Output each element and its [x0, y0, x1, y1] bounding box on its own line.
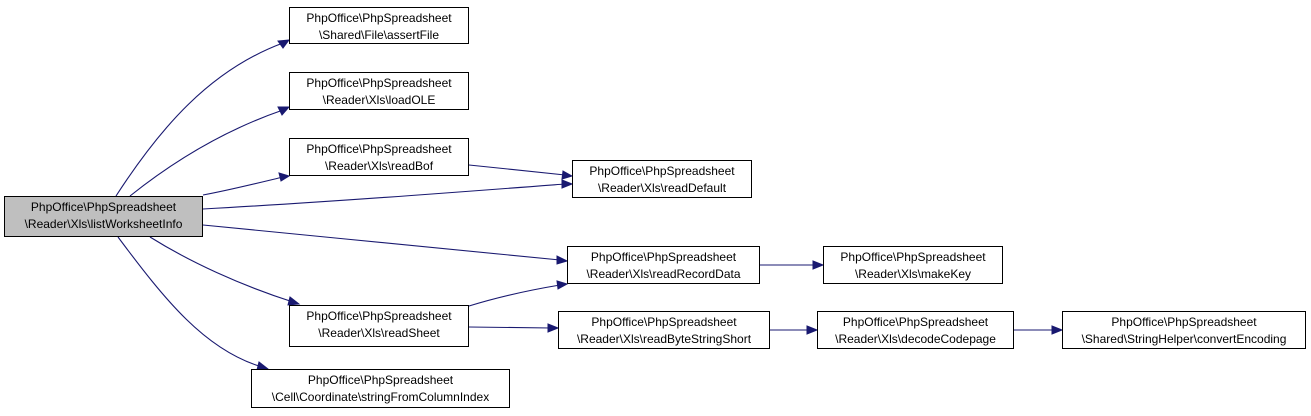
edge-readSheet-readByteStringShort: [468, 326, 552, 329]
node-label-line1: PhpOffice\PhpSpreadsheet: [306, 309, 452, 323]
edge-listWorksheetInfo-readBof: [202, 176, 284, 196]
arrowhead-readBof: [278, 172, 291, 182]
node-assertFile[interactable]: PhpOffice\PhpSpreadsheet \Shared\File\as…: [289, 7, 469, 44]
node-readBof[interactable]: PhpOffice\PhpSpreadsheet \Reader\Xls\rea…: [289, 138, 469, 176]
arrowhead-readRecordData-b: [556, 280, 569, 290]
node-convertEncoding[interactable]: PhpOffice\PhpSpreadsheet \Shared\StringH…: [1062, 311, 1306, 349]
node-decodeCodepage[interactable]: PhpOffice\PhpSpreadsheet \Reader\Xls\dec…: [817, 311, 1014, 349]
node-readDefault[interactable]: PhpOffice\PhpSpreadsheet \Reader\Xls\rea…: [572, 160, 752, 198]
node-label-line2: \Cell\Coordinate\stringFromColumnIndex: [271, 390, 490, 404]
edge-listWorksheetInfo-readDefault: [202, 183, 566, 210]
node-label-line2: \Reader\Xls\readBof: [324, 159, 434, 173]
arrowhead-decodeCodepage: [806, 325, 819, 335]
node-label-line1: PhpOffice\PhpSpreadsheet: [306, 76, 452, 90]
arrowhead-readRecordData-a: [556, 255, 569, 265]
edge-listWorksheetInfo-readRecordData: [202, 224, 561, 261]
node-label-line1: PhpOffice\PhpSpreadsheet: [306, 11, 452, 25]
arrowhead-assertFile: [277, 39, 291, 49]
node-label-line1: PhpOffice\PhpSpreadsheet: [842, 315, 989, 329]
node-label-line2: \Reader\Xls\decodeCodepage: [835, 332, 996, 346]
node-loadOLE[interactable]: PhpOffice\PhpSpreadsheet \Reader\Xls\loa…: [289, 72, 469, 110]
edge-listWorksheetInfo-assertFile: [115, 42, 284, 197]
node-label-line2: \Shared\File\assertFile: [318, 28, 440, 42]
edge-listWorksheetInfo-stringFromColumnIndex: [117, 236, 263, 368]
node-label-line1: PhpOffice\PhpSpreadsheet: [306, 142, 452, 156]
node-label-line2: \Reader\Xls\readSheet: [318, 326, 440, 340]
node-readSheet[interactable]: PhpOffice\PhpSpreadsheet \Reader\Xls\rea…: [289, 305, 469, 347]
node-label-line2: \Reader\Xls\readByteStringShort: [576, 332, 752, 346]
node-label-line1: PhpOffice\PhpSpreadsheet: [840, 250, 986, 264]
node-label-line2: \Reader\Xls\readRecordData: [586, 267, 741, 281]
edge-readBof-readDefault: [468, 164, 566, 176]
node-makeKey[interactable]: PhpOffice\PhpSpreadsheet \Reader\Xls\mak…: [823, 246, 1003, 284]
node-label-line1: PhpOffice\PhpSpreadsheet: [590, 250, 737, 264]
node-label-line2: \Reader\Xls\readDefault: [597, 181, 727, 195]
arrowhead-makeKey: [812, 260, 825, 270]
node-listWorksheetInfo: PhpOffice\PhpSpreadsheet \Reader\Xls\lis…: [4, 196, 203, 237]
node-label-line1: PhpOffice\PhpSpreadsheet: [307, 373, 454, 387]
arrowhead-readSheet: [287, 296, 301, 306]
edge-readSheet-readRecordData: [468, 284, 561, 307]
node-label-line1: PhpOffice\PhpSpreadsheet: [1111, 315, 1257, 329]
node-stringFromColumnIndex[interactable]: PhpOffice\PhpSpreadsheet \Cell\Coordinat…: [251, 369, 510, 408]
arrowhead-readByteStringShort: [547, 323, 560, 333]
edge-listWorksheetInfo-loadOLE: [129, 109, 284, 197]
node-label-line1: PhpOffice\PhpSpreadsheet: [591, 315, 737, 329]
arrowhead-loadOLE: [277, 106, 291, 116]
node-label-line1: PhpOffice\PhpSpreadsheet: [30, 200, 177, 214]
edge-listWorksheetInfo-readSheet: [149, 236, 294, 303]
node-label-line2: \Reader\Xls\loadOLE: [322, 93, 436, 107]
arrowhead-readDefault-a: [561, 179, 574, 189]
node-readRecordData[interactable]: PhpOffice\PhpSpreadsheet \Reader\Xls\rea…: [567, 246, 760, 284]
node-label-line2: \Reader\Xls\makeKey: [854, 267, 972, 281]
arrowhead-readDefault-b: [561, 170, 574, 180]
node-label-line2: \Shared\StringHelper\convertEncoding: [1081, 332, 1287, 346]
node-readByteStringShort[interactable]: PhpOffice\PhpSpreadsheet \Reader\Xls\rea…: [558, 311, 770, 349]
node-label-line2: \Reader\Xls\listWorksheetInfo: [24, 217, 183, 231]
node-label-line1: PhpOffice\PhpSpreadsheet: [589, 164, 735, 178]
arrowhead-convertEncoding: [1051, 325, 1064, 335]
